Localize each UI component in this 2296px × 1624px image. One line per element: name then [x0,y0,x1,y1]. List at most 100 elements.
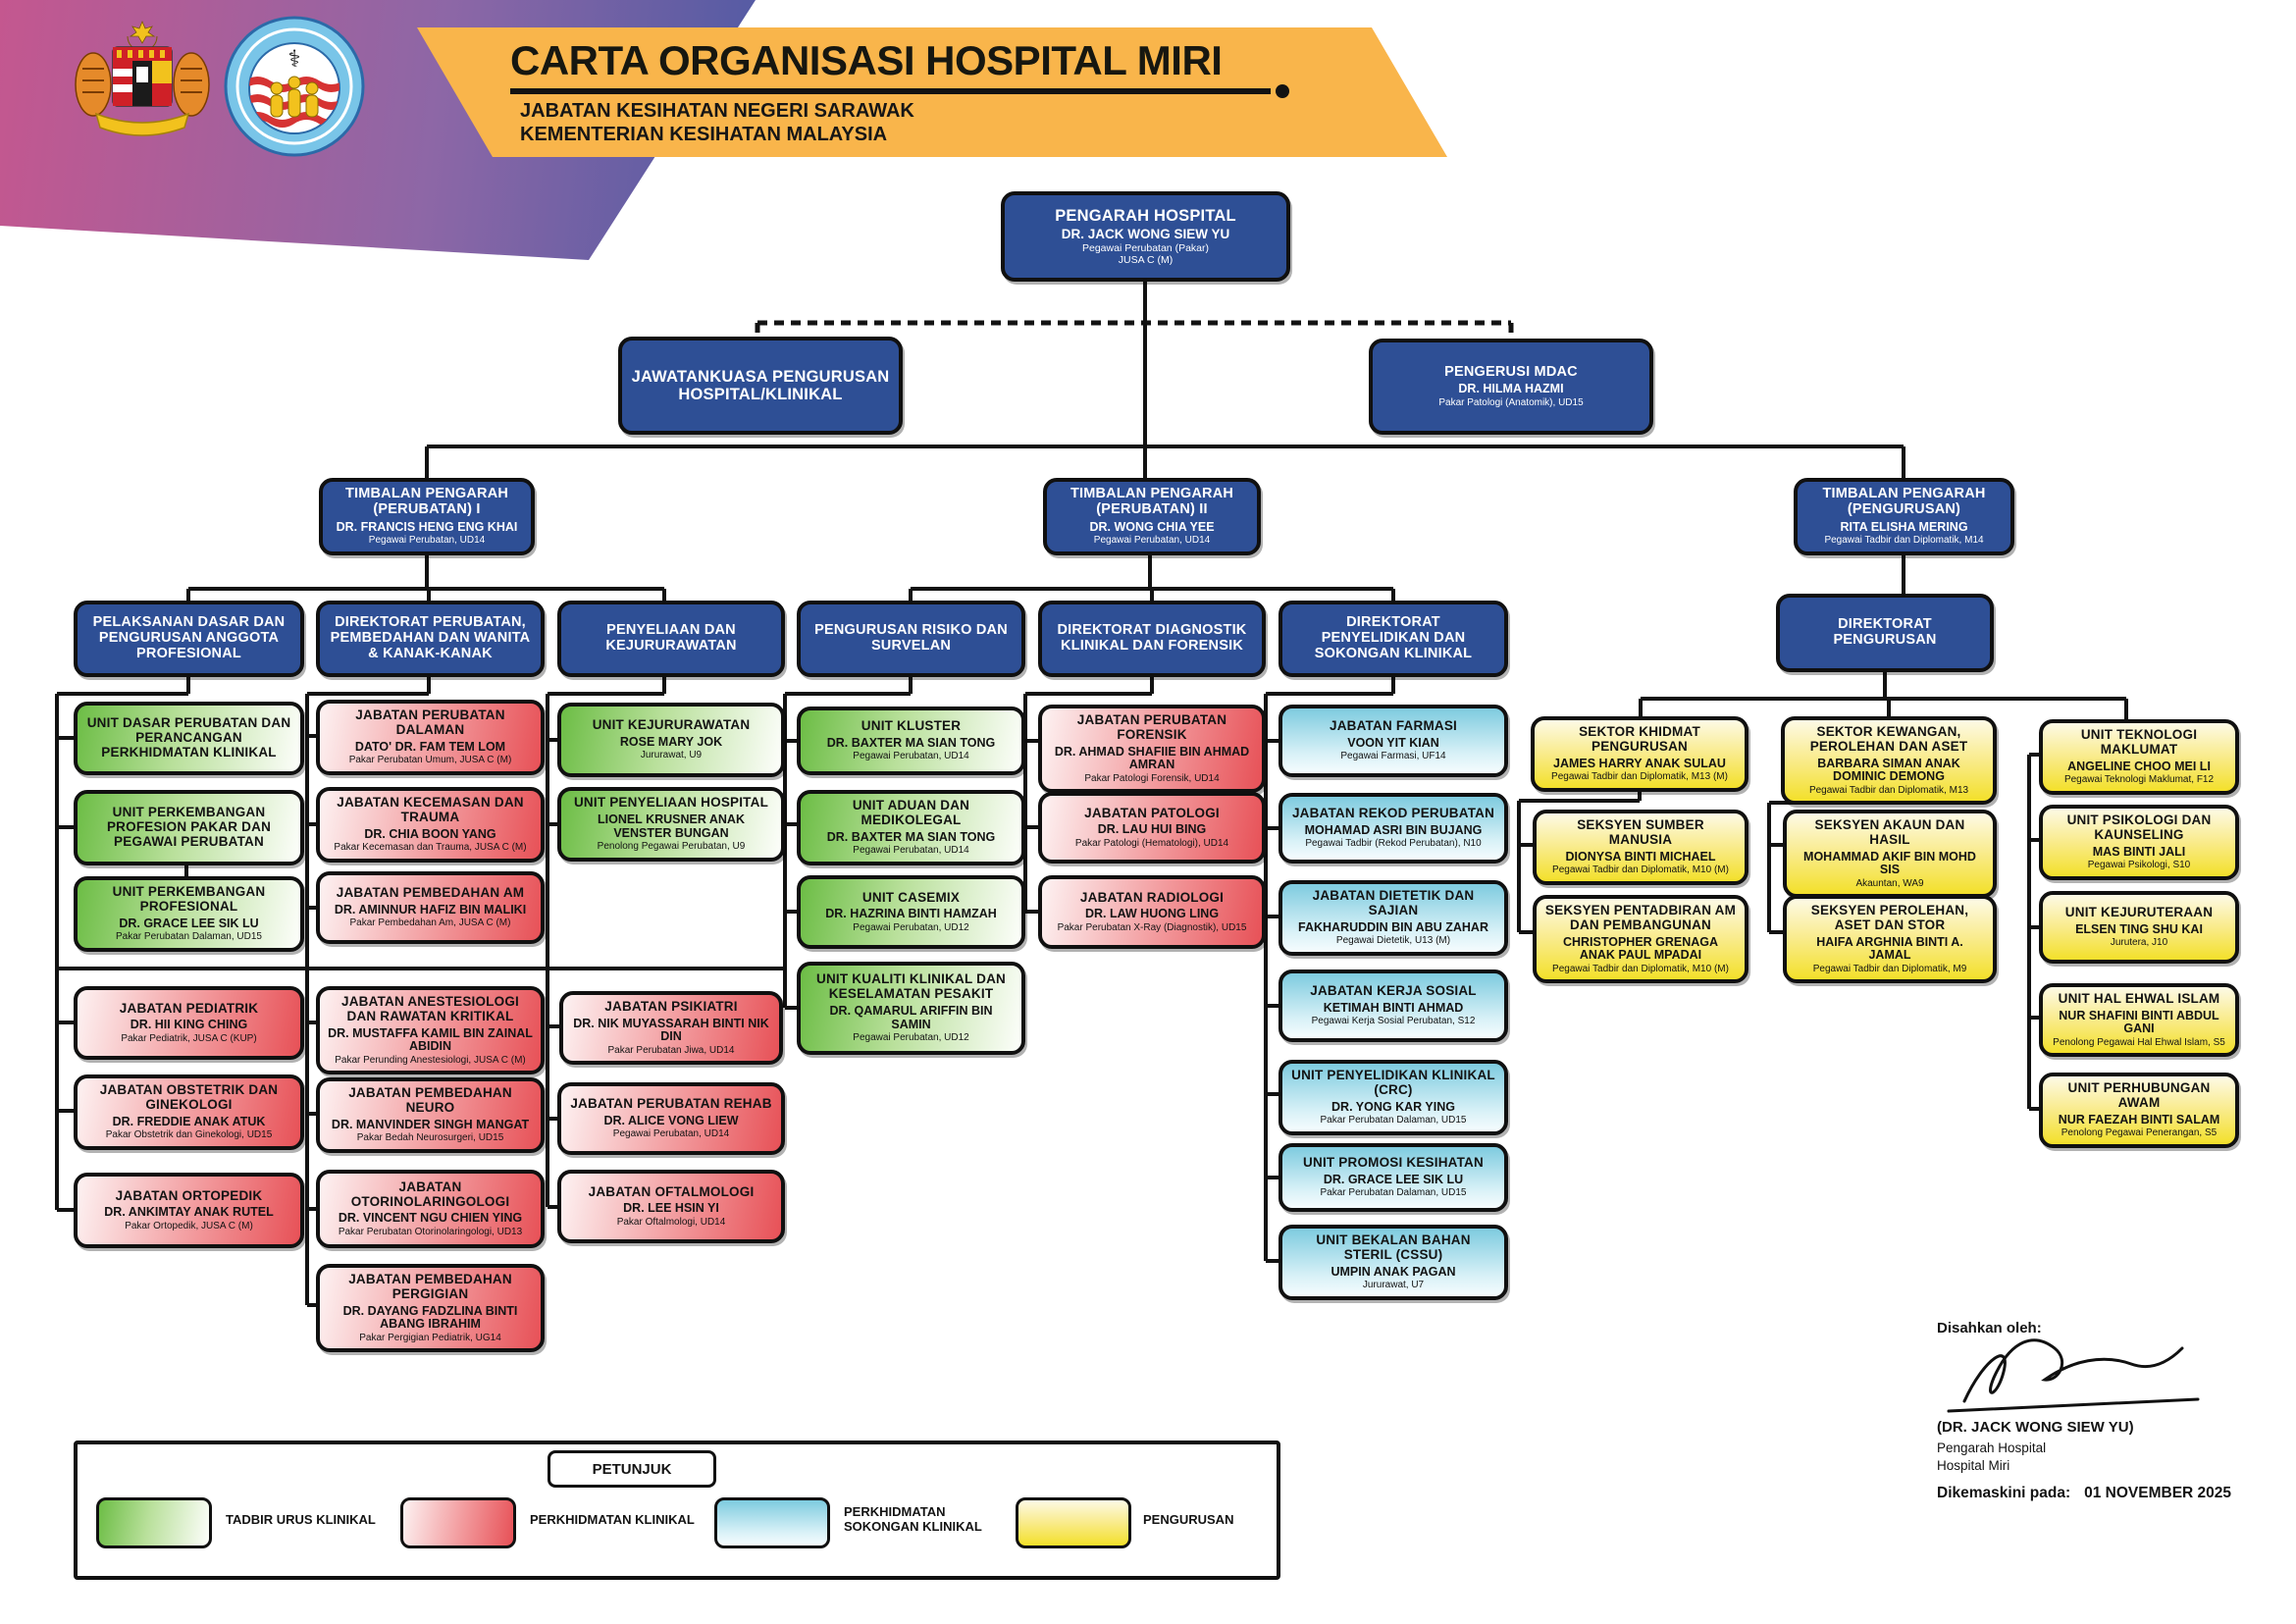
box-person-name: DR. VINCENT NGU CHIEN YING [338,1211,523,1226]
box-person-name: LIONEL KRUSNER ANAK VENSTER BUNGAN [597,812,745,840]
box-jawatankuasa-pengurusan-hospital-klinikal: JAWATANKUASA PENGURUSAN HOSPITAL/KLINIKA… [618,337,903,435]
box-person-name: DR. DAYANG FADZLINA BINTI ABANG IBRAHIM [342,1303,518,1332]
box-title: UNIT KLUSTER [861,718,962,734]
box-person-name: DR. LAW HUONG LING [1084,907,1220,921]
box-person-role: Pakar Pembedahan Am, JUSA C (M) [349,917,511,929]
box-person-name: MOHAMAD ASRI BIN BUJANG [1304,822,1483,837]
box-title: UNIT PERKEMBANGAN PROFESIONAL [112,884,266,914]
box-person-name: DR. QAMARUL ARIFFIN BIN SAMIN [829,1004,993,1031]
box-person-name: DR. FRANCIS HENG ENG KHAI [336,519,518,534]
last-updated-date: 01 NOVEMBER 2025 [2084,1485,2232,1501]
box-person-name: KETIMAH BINTI AHMAD [1323,1000,1464,1015]
box-title: JABATAN PSIKIATRI [604,999,738,1014]
box-title: TIMBALAN PENGARAH (PENGURUSAN) [1822,486,1986,517]
box-direktorat-diagnostik-klinikal-dan-forensik: DIREKTORAT DIAGNOSTIK KLINIKAL DAN FOREN… [1038,601,1266,677]
box-title: JABATAN KERJA SOSIAL [1310,983,1477,999]
box-person-role: Pegawai Perubatan, UD12 [853,1032,969,1044]
box-title: JABATAN FARMASI [1330,718,1457,734]
legend-swatch-red [400,1497,516,1548]
box-title: JABATAN KECEMASAN DAN TRAUMA [337,795,524,824]
box-person-role: Pegawai Perubatan, UD14 [853,845,969,857]
box-title: UNIT KEJURURAWATAN [592,717,751,733]
box-person-role: Pakar Perubatan Dalaman, UD15 [1320,1115,1467,1126]
box-unit-perkembangan-profesional: UNIT PERKEMBANGAN PROFESIONAL DR. GRACE L… [74,876,304,952]
box-person-role: Pakar Pediatrik, JUSA C (KUP) [121,1032,257,1044]
box-jabatan-pembedahan-neuro: JABATAN PEMBEDAHAN NEURO DR. MANVINDER SI… [316,1077,545,1153]
box-person-role: Pakar Oftalmologi, UD14 [616,1216,726,1228]
box-person-role: Pegawai Farmasi, UF14 [1340,751,1446,762]
approver-title: Pengarah Hospital [1937,1441,2047,1455]
box-pelaksanan-dasar-dan-pengurusan-anggota-profesio: PELAKSANAN DASAR DAN PENGURUSAN ANGGOTA … [74,601,304,677]
box-title: PENGERUSI MDAC [1444,363,1578,380]
box-title: JABATAN PEMBEDAHAN NEURO [348,1085,512,1115]
box-person-role: Pegawai Perubatan, UD14 [1093,535,1211,547]
box-person-name: UMPIN ANAK PAGAN [1331,1264,1456,1279]
box-person-name: RITA ELISHA MERING [1840,519,1968,534]
box-person-role: Pegawai Tadbir dan Diplomatik, M9 [1812,963,1967,974]
box-person-role: Pegawai Tadbir dan Diplomatik, M10 (M) [1552,864,1729,876]
box-person-name: DR. AHMAD SHAFIIE BIN AHMAD AMRAN [1054,744,1250,772]
box-title: JABATAN PERUBATAN DALAMAN [355,707,505,737]
box-person-name: DR. BAXTER MA SIAN TONG [826,735,996,750]
box-person-role: Akauntan, WA9 [1855,877,1924,889]
box-person-role: Pakar Patologi Forensik, UD14 [1084,772,1220,784]
hospital-miri-logo: ⚕ [224,16,365,157]
box-person-role: Pakar Perunding Anestesiologi, JUSA C (M… [335,1054,526,1066]
box-person-name: FAKHARUDDIN BIN ABU ZAHAR [1298,919,1488,934]
box-person-name: DR. HII KING CHING [130,1018,248,1032]
box-person-name: VOON YIT KIAN [1347,735,1439,750]
box-title: SEKSYEN SUMBER MANUSIA [1577,817,1704,847]
box-person-role: Pegawai Perubatan, UD12 [853,921,969,933]
box-title: SEKSYEN PENTADBIRAN AM DAN PEMBANGUNAN [1544,903,1737,932]
box-unit-penyelidikan-klinikal-crc: UNIT PENYELIDIKAN KLINIKAL (CRC)DR. YONG… [1278,1060,1508,1135]
box-person-role: Pakar Ortopedik, JUSA C (M) [125,1220,253,1231]
box-title: UNIT DASAR PERUBATAN DAN PERANCANGAN PER… [86,715,291,760]
box-person-name: DR. ALICE VONG LIEW [603,1113,739,1127]
page-subtitle-1: JABATAN KESIHATAN NEGERI SARAWAK [520,100,914,122]
box-person-role: Pegawai Psikologi, S10 [2087,860,2191,871]
box-person-name: DR. LEE HSIN YI [623,1201,719,1216]
box-person-role: Pakar Pergigian Pediatrik, UG14 [359,1332,501,1343]
box-person-name: DR. LAU HUI BING [1097,822,1207,837]
box-person-role: Pegawai Perubatan, UD14 [368,535,486,547]
signature-scribble [1947,1338,2200,1413]
box-person-name: DR. HILMA HAZMI [1458,382,1564,396]
box-person-role: Pegawai Tadbir dan Diplomatik, M13 (M) [1551,771,1728,783]
box-person-role: Pegawai Perubatan, UD14 [612,1128,730,1140]
box-person-name: HAIFA ARGHNIA BINTI A. JAMAL [1816,934,1963,963]
box-person-role: Pakar Patologi (Anatomik), UD15 [1438,396,1584,408]
approver-org: Hospital Miri [1937,1458,2010,1473]
box-title: SEKSYEN AKAUN DAN HASIL [1814,817,1965,847]
box-person-role: Pegawai Tadbir (Rekod Perubatan), N10 [1305,838,1482,850]
box-person-name: DR. BAXTER MA SIAN TONG [826,829,996,844]
box-person-name: DATO' DR. FAM TEM LOM [354,739,506,754]
box-title: TIMBALAN PENGARAH (PERUBATAN) I [344,486,509,517]
box-title: JABATAN PEMBEDAHAN PERGIGIAN [348,1272,512,1301]
box-title: JABATAN PERUBATAN FORENSIK [1076,712,1227,742]
box-person-role: Pegawai Perubatan, UD14 [853,751,969,762]
box-person-name: DR. MANVINDER SINGH MANGAT [331,1117,530,1131]
box-person-name: DR. GRACE LEE SIK LU [119,916,259,930]
legend-title: PETUNJUK [548,1450,716,1488]
malaysia-coat-of-arms-logo [75,20,210,136]
last-updated: Dikemaskini pada:01 NOVEMBER 2025 [1937,1485,2231,1502]
box-title: PENGURUSAN RISIKO DAN SURVELAN [814,622,1008,654]
